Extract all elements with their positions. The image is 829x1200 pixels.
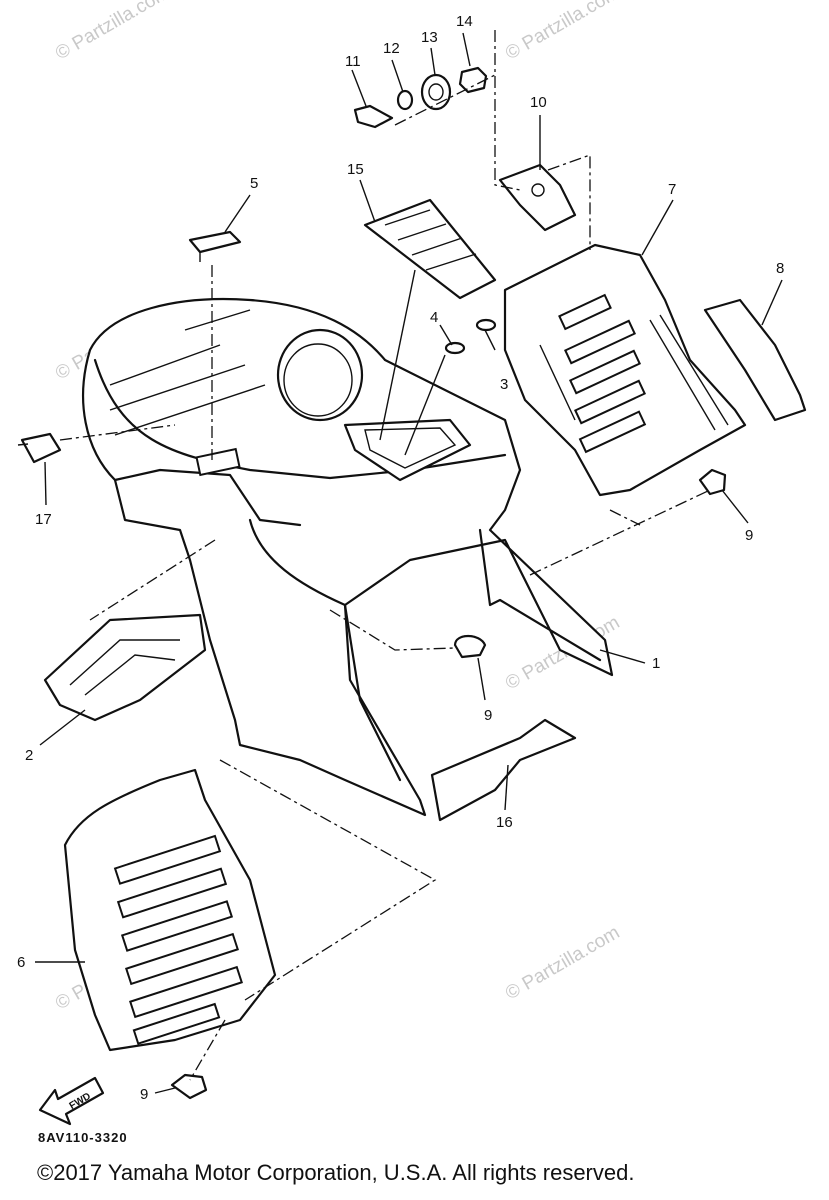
part-9-bolt <box>453 634 487 659</box>
callout-1: 1 <box>652 655 660 672</box>
part-4-pad <box>444 341 466 355</box>
callout-15: 15 <box>347 161 364 178</box>
callout-7: 7 <box>668 181 676 198</box>
parts-3-4-pads <box>444 318 497 355</box>
callout-10: 10 <box>530 94 547 111</box>
callout-6: 6 <box>17 954 25 971</box>
leader-lines <box>35 32 783 1094</box>
part-8-side-plate <box>703 298 807 422</box>
part-16-trim <box>430 718 577 822</box>
callout-11: 11 <box>345 53 361 70</box>
part-9-bolt <box>698 468 727 496</box>
watermark: © Partzilla.com <box>502 0 623 64</box>
callouts: 1 2 3 4 5 6 7 8 9 9 9 10 11 12 13 14 15 … <box>17 13 784 1103</box>
cover-surface-hatching <box>109 309 266 436</box>
callout-9: 9 <box>745 527 753 544</box>
callout-16: 16 <box>496 814 513 831</box>
parts-11-14-fasteners <box>353 66 488 129</box>
watermark: © Partzilla.com <box>502 922 623 1004</box>
diagram-code: 8AV110-3320 <box>38 1130 128 1145</box>
part-5-cap <box>188 230 242 262</box>
part-9-bolts <box>170 468 727 1100</box>
assembly-lines <box>59 30 711 1081</box>
part-9-bolt <box>170 1073 208 1100</box>
callout-2: 2 <box>25 747 33 764</box>
part-7-right-panel <box>503 243 747 497</box>
callout-9: 9 <box>484 707 492 724</box>
fwd-arrow-icon: FWD <box>38 1076 105 1126</box>
copyright-notice: ©2017 Yamaha Motor Corporation, U.S.A. A… <box>37 1160 634 1185</box>
callout-4: 4 <box>430 309 438 326</box>
part-15-mat <box>363 198 497 300</box>
callout-8: 8 <box>776 260 784 277</box>
callout-5: 5 <box>250 175 258 192</box>
callout-3: 3 <box>500 376 508 393</box>
part-3-pad <box>475 318 497 332</box>
callout-12: 12 <box>383 40 400 57</box>
callout-14: 14 <box>456 13 473 30</box>
part-10-bracket <box>498 163 577 232</box>
part-17-clip <box>17 432 62 464</box>
watermark: © Partzilla.com <box>52 0 173 64</box>
part-11-bolt <box>353 104 394 129</box>
part-12-washer <box>396 89 414 111</box>
callout-17: 17 <box>35 511 52 528</box>
part-6-left-panel <box>63 768 277 1052</box>
part-14-collar <box>458 66 488 94</box>
callout-9: 9 <box>140 1086 148 1103</box>
part-2-lower-bracket <box>43 613 207 722</box>
callout-13: 13 <box>421 29 438 46</box>
